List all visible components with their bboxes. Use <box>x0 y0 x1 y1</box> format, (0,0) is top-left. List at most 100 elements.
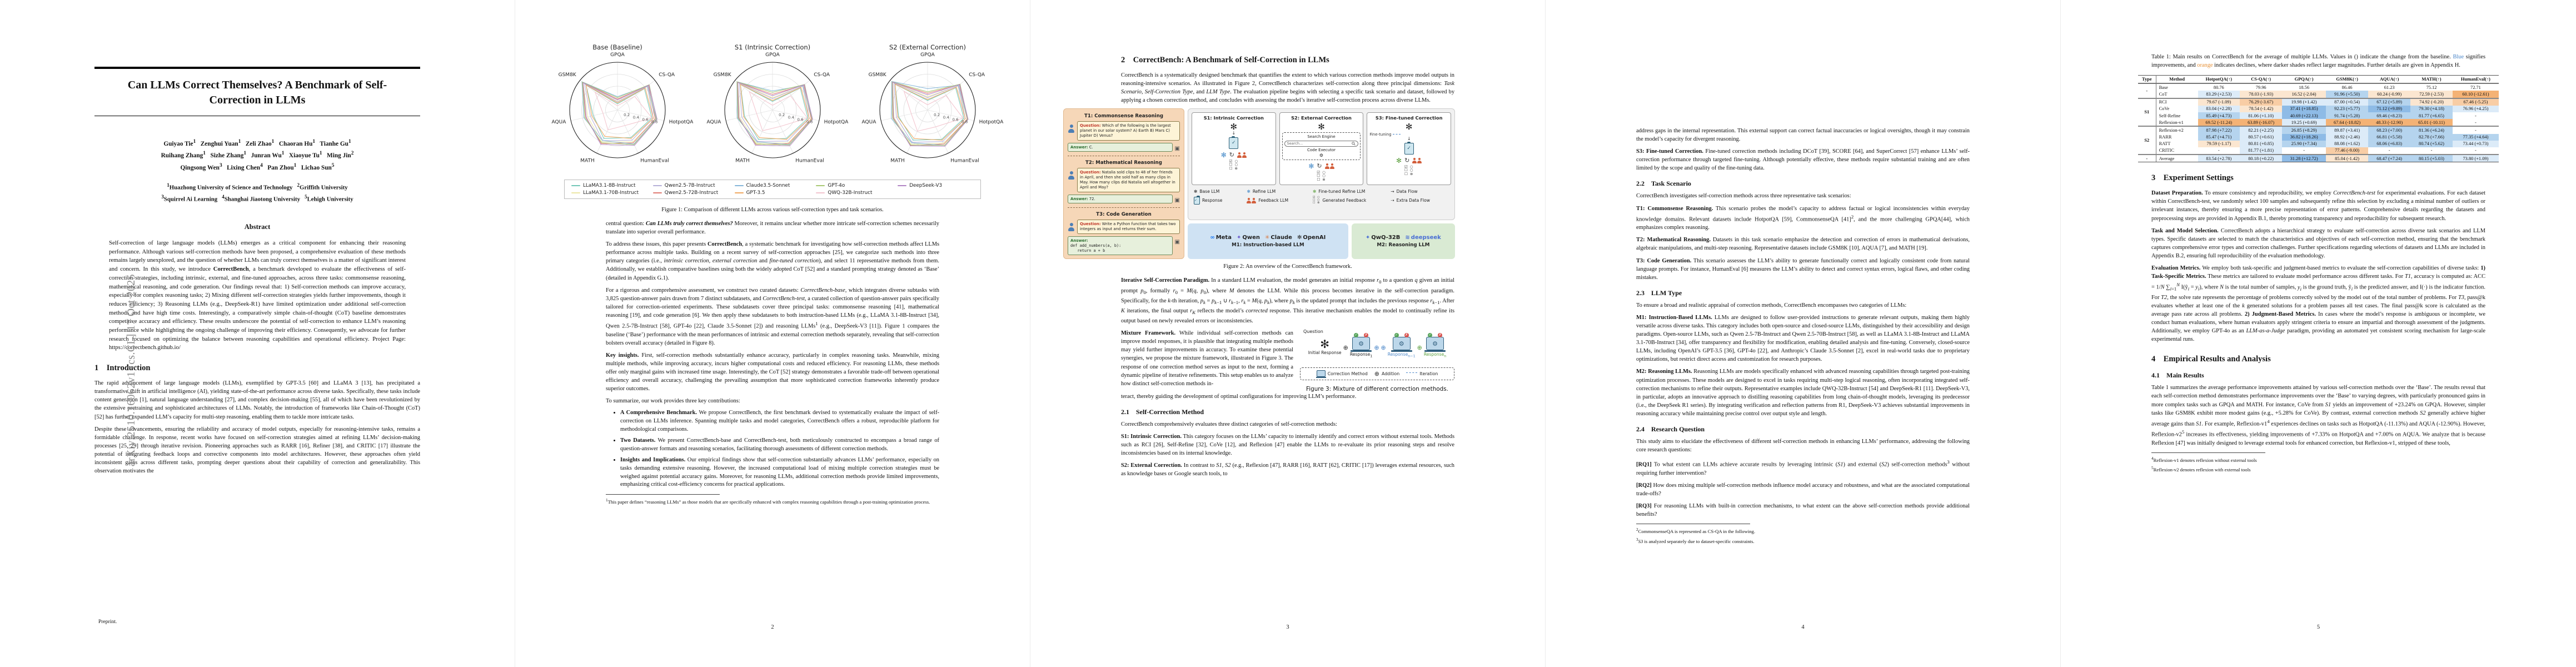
paragraph: For a rigorous and comprehensive assessm… <box>606 287 940 346</box>
paragraph: Despite these advancements, ensuring the… <box>94 426 420 475</box>
result-cell: 48.33 (-12.90) <box>2368 119 2411 127</box>
svg-text:MATH: MATH <box>735 158 750 164</box>
svg-text:0.6: 0.6 <box>642 117 649 122</box>
legend-label: LLaMA3.1-70B-Instruct <box>583 190 639 196</box>
figure-2-framework: T1: Commonsense Reasoning Question: Whic… <box>1063 108 1455 260</box>
result-cell: 89.87 (+3.41) <box>2326 126 2369 134</box>
t2-question-text: Natalia sold clips to 48 of her friends … <box>1080 170 1175 190</box>
legend-item: Claude3.5-Sonnet <box>734 183 811 188</box>
t2-answer-box: Answer: 72. <box>1068 195 1173 204</box>
result-cell: 71.12 (+9.89) <box>2368 105 2411 112</box>
t2-answer-text: 72. <box>1089 196 1095 201</box>
section-4-heading: 4 Empirical Results and Analysis <box>2151 355 2271 364</box>
search-engine-box: Search Engine Search... Code Executor ⚙ <box>1282 132 1361 160</box>
legend-item: GPT-4o <box>816 183 892 188</box>
paragraph: T3: Code Generation. This scenario asses… <box>1636 257 1970 281</box>
brand-logo-qwen: ✦Qwen <box>1236 235 1260 241</box>
addition-icon: ⊕ <box>1374 344 1379 351</box>
paragraph: [RQ3] For reasoning LLMs with built-in c… <box>1636 503 1970 518</box>
question-label: Question: <box>1080 222 1101 227</box>
iteration-dash-icon <box>1406 372 1418 373</box>
legend-color-swatch <box>898 185 907 187</box>
addition-icon: ⊕ <box>1343 344 1348 351</box>
result-cell: 91.96 (+5.50) <box>2326 91 2369 98</box>
result-cell: 65.01 (-10.11) <box>2410 119 2453 127</box>
experiment-settings-paragraphs: Dataset Preparation. To ensure consisten… <box>2151 189 2485 344</box>
m2-brand-logos: ✦QwQ-32B≋deepseek <box>1366 235 1441 241</box>
paragraph: Dataset Preparation. To ensure consisten… <box>2151 190 2485 222</box>
paragraph: Key insights. First, self-correction met… <box>606 352 939 392</box>
cycle-arrow-icon: ↻ <box>1229 151 1234 159</box>
svg-text:0.8: 0.8 <box>961 120 968 125</box>
s1-title: S1: Intrinsic Correction <box>1203 115 1264 121</box>
addition-icon: ⊕ <box>1417 344 1422 351</box>
paragraph: CorrectBench comprehensively evaluates t… <box>1121 421 1337 427</box>
base-llm-icon: ✻ <box>1230 121 1238 132</box>
section-4-1-heading: 4.1 Main Results <box>2151 371 2204 380</box>
search-input[interactable]: Search... <box>1284 140 1359 147</box>
svg-text:AQUA: AQUA <box>552 120 567 125</box>
result-cell: 85.04 (-1.42) <box>2326 154 2369 163</box>
dashed-flow-line <box>1392 133 1401 135</box>
addition-icon: ⊕ <box>1374 370 1379 377</box>
base-llm-icon: ✻ <box>1194 189 1198 195</box>
page-number: 3 <box>1286 624 1289 630</box>
result-cell: 40.69 (+22.13) <box>2282 112 2326 120</box>
footnote-3: 3S3 is analyzed separately due to datase… <box>1636 537 1755 544</box>
table-1-caption: Table 1: Main results on CorrectBench fo… <box>2151 54 2485 69</box>
m1-instruction-llm-box: ∞Meta✦Qwen✳Claude✻OpenAI M1: Instruction… <box>1188 223 1348 260</box>
page-1: arXiv:2510.16062v1 [cs.CL] 17 Oct 2025 C… <box>0 0 515 667</box>
iterative-paradigm-paragraph: Iterative Self-Correction Paradigm. In a… <box>1121 277 1454 325</box>
legend-color-swatch <box>816 185 825 187</box>
result-cell: 79.96 <box>2255 84 2266 90</box>
svg-text:HotpotQA: HotpotQA <box>669 120 693 125</box>
svg-text:GPQA: GPQA <box>610 52 625 58</box>
paragraph: To address these issues, this paper pres… <box>606 241 939 281</box>
abstract-heading: Abstract <box>244 222 271 231</box>
result-cell: 73.80 (+1.09) <box>2452 154 2499 163</box>
cross-badge: ✗ <box>1438 333 1443 338</box>
result-cell: 79.67 (-1.09) <box>2198 97 2240 106</box>
paragraph: M2: Reasoning LLMs. Reasoning LLMs are m… <box>1636 369 1970 417</box>
legend-color-swatch <box>571 192 580 194</box>
s2-title: S2: External Correction <box>1291 115 1352 121</box>
correction-method-icon: ⚙✓✗ <box>1424 333 1446 352</box>
t3-answer-box: Answer:def add_numbers(a, b): return a +… <box>1068 236 1173 256</box>
legend-item: LLaMA3.1-8B-Instruct <box>571 183 647 188</box>
data-flow-icon: → <box>1391 189 1394 195</box>
result-cell: 85.47 (+4.71) <box>2198 133 2240 141</box>
footnote-rule <box>606 494 720 495</box>
result-cell: 68.23 (+7.00) <box>2368 126 2411 134</box>
svg-text:AQUA: AQUA <box>862 120 877 125</box>
response-icon: ✓ <box>1229 136 1239 149</box>
paragraph: To summarize, our work provides three ke… <box>606 398 740 405</box>
result-cell: 69.46 (+8.23) <box>2368 112 2411 120</box>
result-cell: 82.21 (+2.25) <box>2240 126 2283 134</box>
paragraph: central question: Can LLMs truly correct… <box>606 221 939 236</box>
result-cell: 74.92 (-0.20) <box>2410 97 2453 106</box>
method-cell: Self-Refine <box>2159 113 2181 118</box>
task-scenario-panel: T1: Commonsense Reasoning Question: Whic… <box>1063 108 1184 260</box>
response-1-label: Response1 <box>1349 352 1373 359</box>
legend-extra-data-flow: ⇢Extra Data Flow <box>1391 198 1431 203</box>
result-cell: 37.41 (+18.85) <box>2282 105 2326 112</box>
svg-text:0.4: 0.4 <box>943 115 950 120</box>
list-item: Insights and Implications. Our empirical… <box>620 456 939 489</box>
robot-icon: ▣ <box>1174 146 1180 152</box>
svg-text:GSM8K: GSM8K <box>559 72 577 78</box>
svg-text:HumanEval: HumanEval <box>795 158 824 164</box>
cycle-arrow-icon: ↻ <box>1404 157 1410 165</box>
legend-item: GPT-3.5 <box>734 190 811 196</box>
initial-response-label: Initial Response <box>1308 350 1342 356</box>
m2-label: M2: Reasoning LLM <box>1377 242 1430 248</box>
cross-badge: ✗ <box>1404 333 1409 338</box>
result-cell: 67.46 (-5.25) <box>2452 97 2499 106</box>
laptop-icon <box>1316 370 1326 378</box>
contributions-list: A Comprehensive Benchmark. We propose Co… <box>606 409 939 489</box>
result-cell: 81.36 (+6.24) <box>2410 126 2453 134</box>
question-label: Question: <box>1080 170 1101 175</box>
paragraph: S3: Fine-tuned Correction. Fine-tuned co… <box>1636 148 1970 172</box>
